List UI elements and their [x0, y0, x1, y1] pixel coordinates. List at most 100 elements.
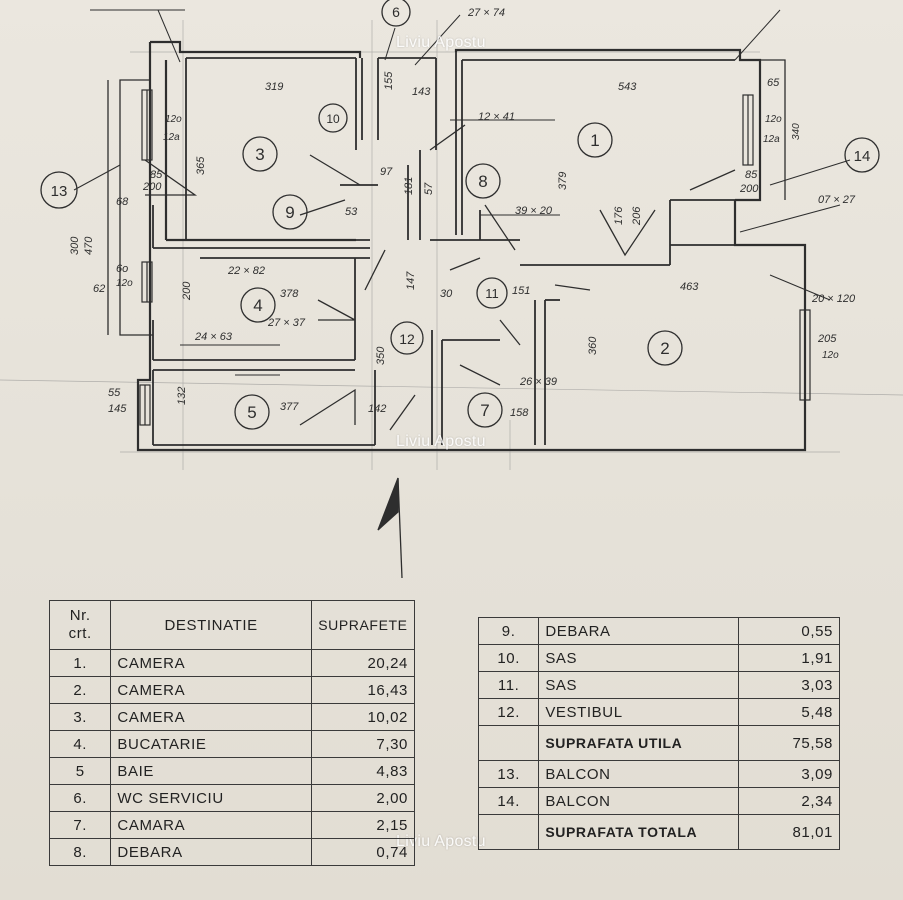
dim-label: 12a — [163, 132, 180, 143]
cell-dest: VESTIBUL — [538, 698, 740, 726]
cell-val: 0,55 — [738, 617, 840, 645]
outer-walls — [136, 40, 807, 452]
table-row: 4. BUCATARIE 7,30 — [48, 730, 416, 758]
cell-val: 75,58 — [738, 725, 840, 761]
header-nr-line1: Nr. — [69, 607, 91, 624]
cell-val: 7,30 — [310, 730, 416, 758]
dim-label: 20 × 120 — [811, 293, 856, 305]
room-label-10: 10 — [326, 112, 340, 126]
dim-label: 07 × 27 — [818, 194, 856, 206]
dim-label: 12o — [765, 114, 782, 125]
room-label-8: 8 — [478, 172, 487, 191]
dim-label: 155 — [383, 71, 395, 90]
dim-label: 470 — [83, 236, 95, 255]
cell-val: 5,48 — [738, 698, 840, 726]
cell-dest: BALCON — [538, 787, 740, 815]
room-number-markers — [40, 0, 880, 430]
cell-val: 3,03 — [738, 671, 840, 699]
dim-label: 340 — [791, 123, 802, 140]
interior-walls — [152, 52, 735, 446]
table-row: 11. SAS 3,03 — [477, 671, 840, 699]
cell-nr: 3. — [48, 703, 112, 731]
header-destinatie: DESTINATIE — [110, 600, 312, 650]
watermark-bottom: Liviu Apostu — [396, 833, 486, 850]
dim-label: 176 — [613, 206, 625, 225]
dim-label: 200 — [181, 281, 193, 301]
dim-label: 26 × 39 — [519, 376, 557, 388]
dim-label: 12 × 41 — [478, 111, 515, 123]
dim-label: 24 × 63 — [194, 331, 233, 343]
cell-val: 20,24 — [310, 649, 416, 677]
room-number-labels: 1 2 3 4 5 6 7 8 9 10 11 12 13 14 — [51, 4, 871, 422]
dim-label: 205 — [817, 333, 837, 345]
balconies — [107, 59, 786, 336]
area-table-right: 9. DEBARA 0,55 10. SAS 1,91 11. SAS 3,03… — [477, 617, 840, 850]
dim-label: 97 — [380, 166, 393, 178]
cell-nr: 11. — [477, 671, 540, 699]
watermark-top: Liviu Apostu — [396, 34, 486, 51]
table-row: 5 BAIE 4,83 — [48, 757, 416, 785]
room-label-9: 9 — [285, 203, 294, 222]
room-label-2: 2 — [660, 339, 669, 358]
dim-label: 55 — [108, 387, 121, 399]
table-row: 3. CAMERA 10,02 — [48, 703, 416, 731]
dim-label: 27 × 74 — [467, 7, 505, 19]
cell-val: 81,01 — [738, 814, 840, 850]
room-label-4: 4 — [253, 296, 262, 315]
table-row: 10. SAS 1,91 — [477, 644, 840, 672]
cell-nr: 1. — [48, 649, 112, 677]
room-label-7: 7 — [480, 401, 489, 420]
table-row: 2. CAMERA 16,43 — [48, 676, 416, 704]
table-row: 8. DEBARA 0,74 — [48, 838, 416, 866]
cell-val: 2,00 — [310, 784, 416, 812]
room-label-5: 5 — [247, 403, 256, 422]
cell-nr: 4. — [48, 730, 112, 758]
table-row: 14. BALCON 2,34 — [477, 787, 840, 815]
dimension-labels: 27 × 74 543 319 65 12o 12a 340 12o 12a 1… — [69, 7, 856, 419]
cell-dest: SUPRAFATA UTILA — [538, 725, 740, 761]
cell-nr: 13. — [477, 760, 540, 788]
dim-label: 12a — [763, 134, 780, 145]
dim-label: 85 — [150, 169, 163, 181]
table-row: 12. VESTIBUL 5,48 — [477, 698, 840, 726]
cell-val: 4,83 — [310, 757, 416, 785]
room-label-11: 11 — [485, 286, 499, 301]
dim-label: 142 — [368, 403, 386, 415]
dim-label: 68 — [116, 196, 129, 208]
cell-val: 2,34 — [738, 787, 840, 815]
cell-dest: SUPRAFATA TOTALA — [538, 814, 740, 850]
dim-label: 350 — [375, 346, 387, 365]
dim-label: 319 — [265, 81, 283, 93]
windows — [139, 89, 811, 426]
dim-label: 200 — [739, 183, 759, 195]
dim-label: 39 × 20 — [515, 205, 553, 217]
table-row: 1. CAMERA 20,24 — [48, 649, 416, 677]
dim-label: 85 — [745, 169, 758, 181]
cell-nr: 14. — [477, 787, 540, 815]
cell-dest: CAMERA — [110, 703, 312, 731]
dim-label: 145 — [108, 403, 127, 415]
dim-label: 378 — [280, 288, 299, 300]
dim-label: 65 — [767, 77, 780, 89]
dim-label: 147 — [405, 271, 417, 290]
dim-label: 365 — [195, 156, 207, 175]
cell-dest: CAMERA — [110, 649, 312, 677]
dim-label: 22 × 82 — [227, 265, 265, 277]
dim-label: 57 — [423, 182, 435, 195]
table-header-row: Nr. crt. DESTINATIE SUPRAFETE — [48, 600, 416, 650]
cell-nr — [477, 814, 540, 850]
cell-nr: 5 — [48, 757, 112, 785]
cell-dest: BAIE — [110, 757, 312, 785]
cell-dest: CAMERA — [110, 676, 312, 704]
leader-lines — [73, 9, 851, 376]
dim-label: 132 — [176, 387, 188, 405]
dim-label: 27 × 37 — [267, 317, 306, 329]
watermark-middle: Liviu Apostu — [396, 433, 486, 450]
cell-nr — [477, 725, 540, 761]
dim-label: 158 — [510, 407, 529, 419]
cell-nr: 9. — [477, 617, 540, 645]
area-table-left: Nr. crt. DESTINATIE SUPRAFETE 1. CAMERA … — [48, 600, 416, 866]
cell-val: 3,09 — [738, 760, 840, 788]
table-row-total: SUPRAFATA TOTALA 81,01 — [477, 814, 840, 850]
